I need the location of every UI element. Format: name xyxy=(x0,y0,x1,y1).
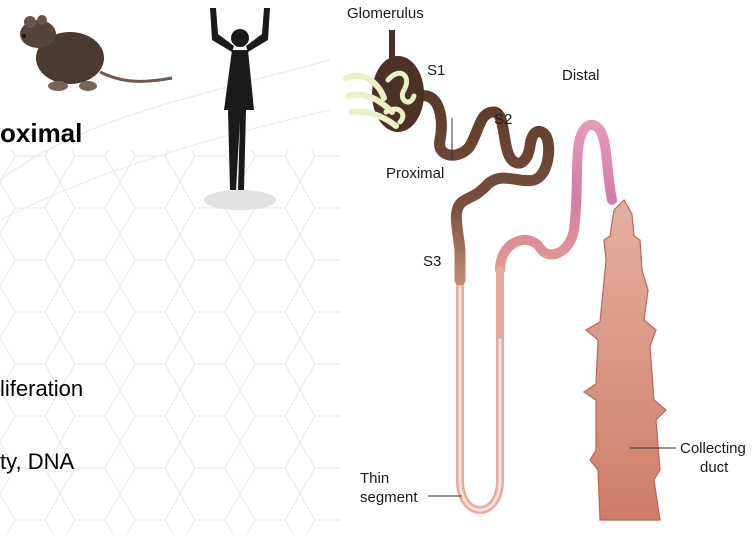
glomerulus-label: Glomerulus xyxy=(347,5,424,22)
s2-label: S2 xyxy=(494,111,512,128)
thin-segment-label-line2: segment xyxy=(360,489,418,506)
thin-segment-label-line1: Thin xyxy=(360,470,389,487)
glomerulus xyxy=(346,30,424,132)
s1-label: S1 xyxy=(427,62,445,79)
distal-label: Distal xyxy=(562,67,600,84)
collecting-duct-label-line1: Collecting xyxy=(680,440,746,457)
collecting-duct-label-line2: duct xyxy=(700,459,729,476)
proximal-label: Proximal xyxy=(386,165,444,182)
thin-segment-loop xyxy=(460,270,500,510)
s3-label: S3 xyxy=(423,253,441,270)
collecting-duct-shape xyxy=(584,200,666,520)
distal-tubule xyxy=(500,125,612,270)
